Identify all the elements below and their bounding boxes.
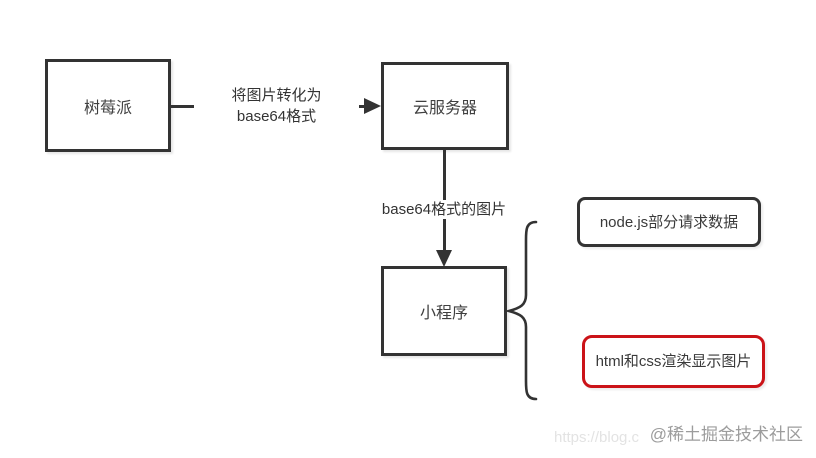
node-nodejs-request-label: node.js部分请求数据: [599, 213, 739, 231]
node-nodejs-request: node.js部分请求数据: [577, 197, 761, 247]
node-raspberry-pi-label: 树莓派: [83, 99, 132, 117]
node-html-css-render-label: html和css渲染显示图片: [595, 353, 752, 370]
edge-label-convert-line2: base64格式: [236, 108, 317, 125]
node-raspberry-pi: 树莓派: [45, 59, 171, 152]
curly-brace-icon: [504, 220, 538, 401]
node-mini-program: 小程序: [381, 266, 507, 356]
edge-label-base64-image: base64格式的图片: [366, 200, 522, 219]
arrowhead-down-icon: [436, 250, 452, 267]
watermark-community: @稀土掘金技术社区: [649, 425, 803, 444]
arrowhead-right-icon: [364, 98, 381, 114]
edge-label-convert-line1: 将图片转化为: [231, 87, 322, 104]
node-html-css-render: html和css渲染显示图片: [582, 335, 765, 388]
node-mini-program-label: 小程序: [419, 305, 468, 322]
node-cloud-server: 云服务器: [381, 62, 509, 150]
watermark-url: https://blog.c: [554, 429, 640, 446]
edge-label-convert-base64: 将图片转化为 base64格式: [194, 85, 359, 127]
node-cloud-server-label: 云服务器: [412, 100, 477, 117]
